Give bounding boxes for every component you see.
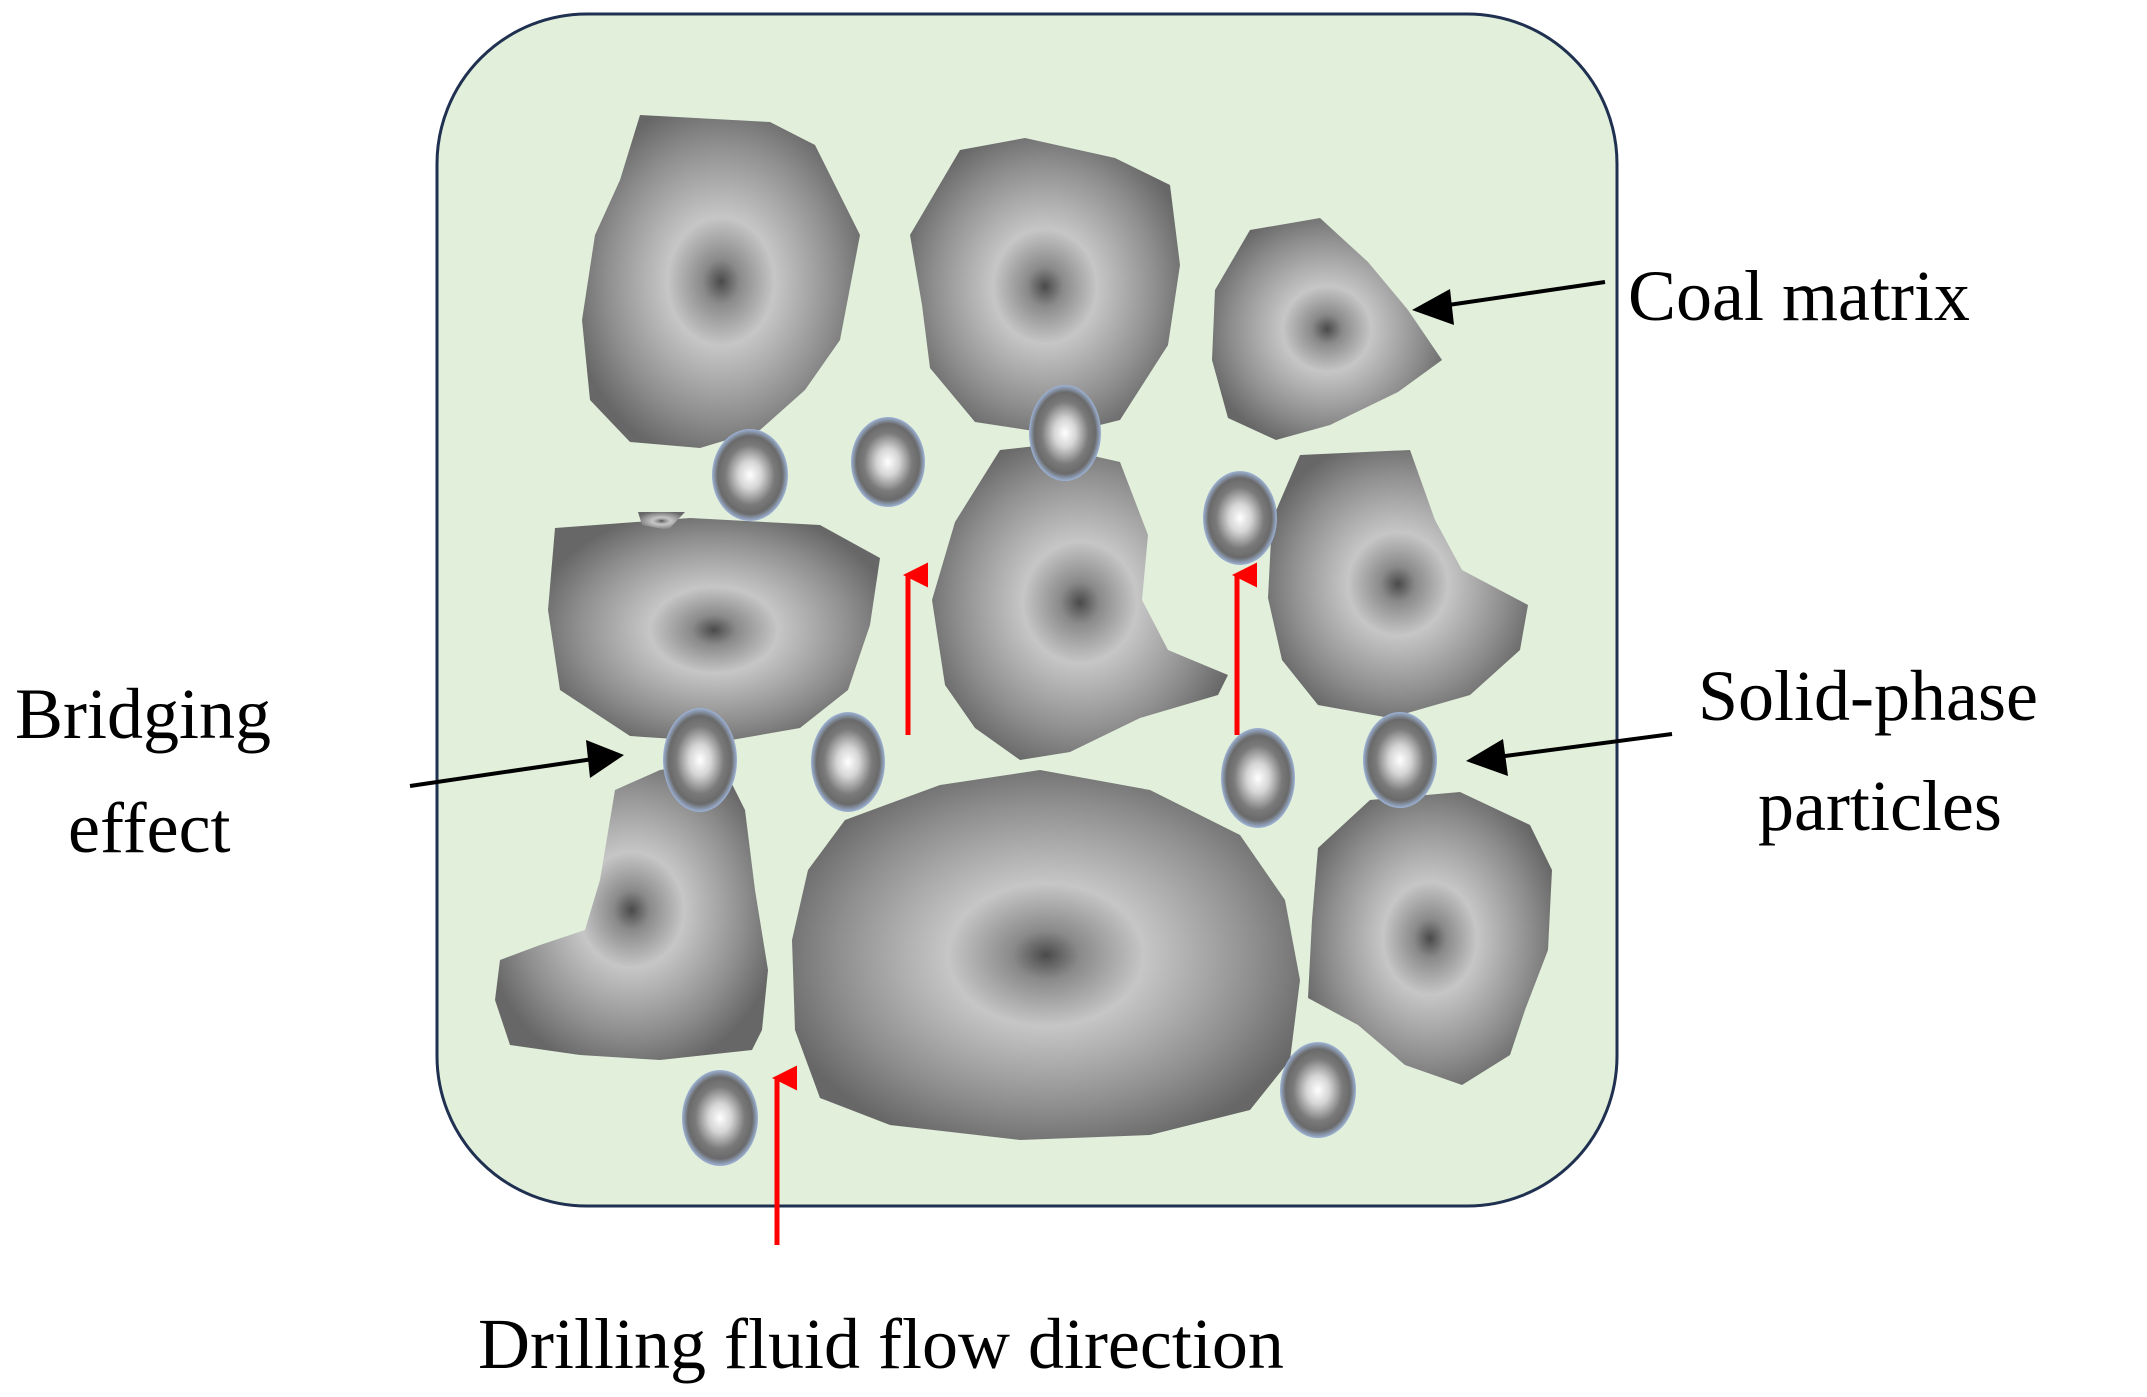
coal-grain — [548, 518, 880, 742]
particle — [1203, 471, 1277, 565]
coal-grain — [1268, 450, 1528, 718]
pointer-arrows — [409, 280, 1673, 788]
solid-phase-arrowhead — [1466, 739, 1508, 776]
solid-phase-pointer — [1489, 732, 1673, 760]
solid-phase-label-line2: particles — [1758, 766, 2002, 846]
particle — [712, 429, 788, 521]
particle — [811, 712, 885, 812]
coal-grain — [582, 115, 860, 448]
bridging-effect-label-line1: Bridging — [15, 674, 271, 754]
coal-matrix-arrowhead — [1412, 289, 1454, 325]
particle — [1221, 728, 1295, 828]
particle — [851, 417, 925, 507]
coal-matrix-label: Coal matrix — [1628, 256, 1970, 336]
solid-phase-particles — [663, 385, 1437, 1166]
coal-grain — [1212, 218, 1442, 440]
coal-grain — [792, 770, 1300, 1140]
flow-direction-label: Drilling fluid flow direction — [478, 1304, 1284, 1384]
coal-grain — [1308, 792, 1552, 1085]
coal-grain — [495, 760, 768, 1060]
particle — [663, 708, 737, 812]
solid-phase-label-line1: Solid-phase — [1698, 656, 2038, 736]
particle — [1280, 1042, 1356, 1138]
coal-matrix-grains — [495, 115, 1552, 1140]
particle — [1363, 712, 1437, 808]
bridging-arrowhead — [586, 740, 624, 778]
bridging-effect-label-line2: effect — [68, 788, 231, 868]
particle — [682, 1070, 758, 1166]
particle — [1029, 385, 1101, 481]
flow-arrows — [772, 562, 1257, 1245]
coal-grain — [932, 445, 1228, 760]
bridging-pointer — [409, 756, 601, 788]
coal-grain — [910, 138, 1180, 435]
coal-grain — [638, 512, 685, 530]
coal-matrix-pointer — [1427, 280, 1606, 310]
